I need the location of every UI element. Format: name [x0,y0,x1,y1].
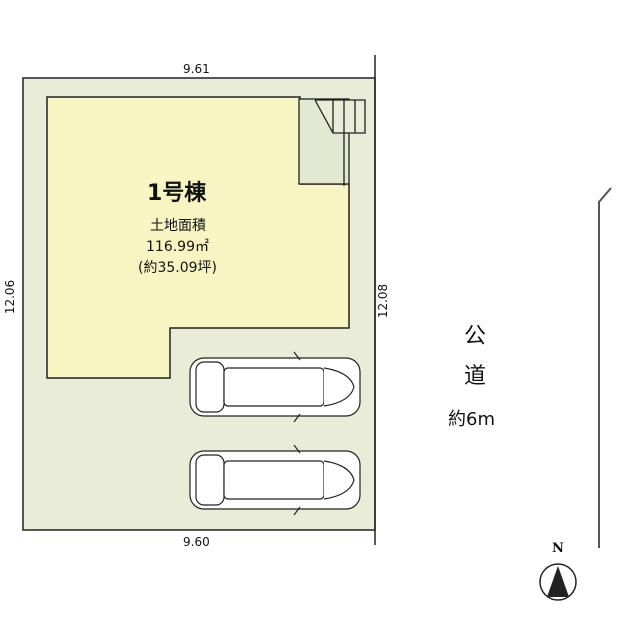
dimension-left: 12.06 [3,279,18,315]
entrance-stairs [298,98,366,186]
building-name: 1号棟 [147,181,207,206]
area-tsubo: (約35.09坪) [138,260,218,276]
road-edge-line [598,187,612,548]
compass-label: N [552,541,564,556]
dimension-top: 9.61 [183,62,210,76]
dimension-bottom: 9.60 [183,535,210,549]
road-width: 約6m [448,409,495,430]
area-label: 土地面積 [150,218,206,234]
area-sqm: 116.99㎡ [146,239,209,255]
car-icon [189,444,361,516]
road-label-2: 道 [464,364,487,389]
road-label-1: 公 [464,324,487,349]
car-icon [189,351,361,423]
north-arrow-icon [539,563,577,601]
dimension-right: 12.08 [376,283,391,319]
